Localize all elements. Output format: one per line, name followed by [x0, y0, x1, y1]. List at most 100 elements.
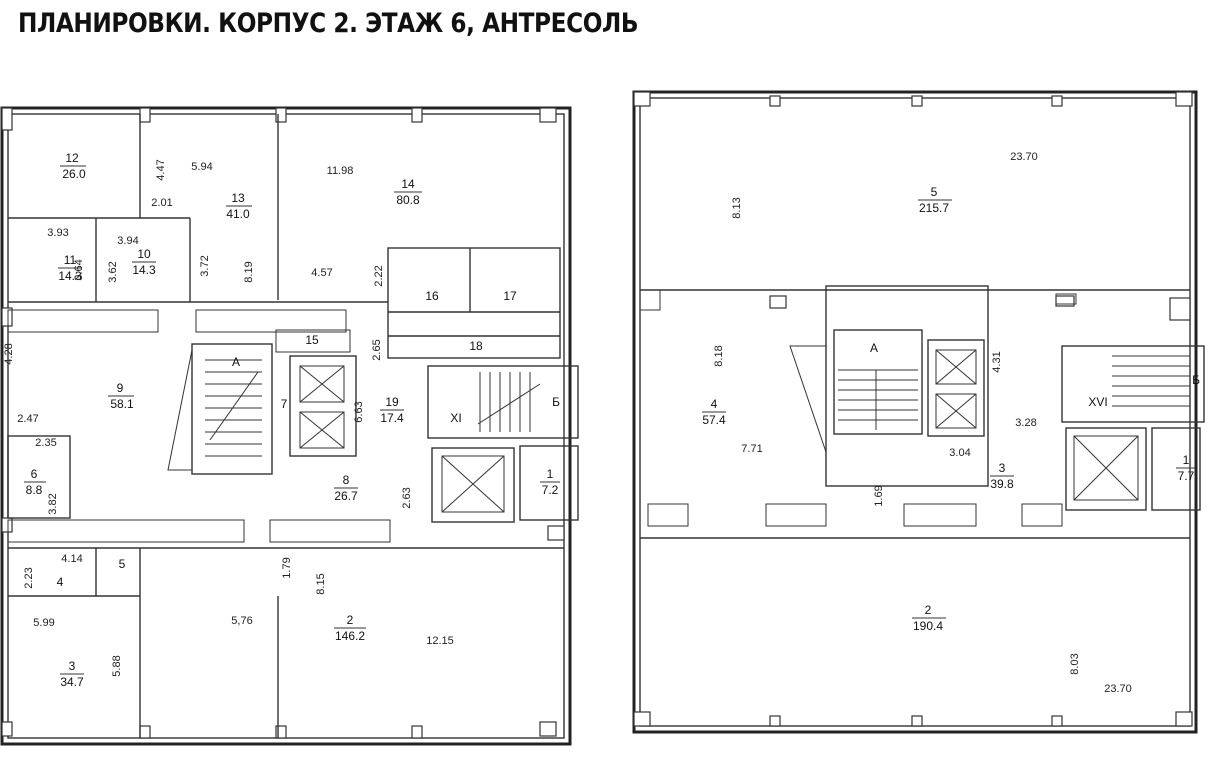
- page-title: ПЛАНИРОВКИ. КОРПУС 2. ЭТАЖ 6, АНТРЕСОЛЬ: [18, 8, 639, 39]
- room-5-label: 5: [119, 557, 126, 571]
- dimension-label: 2.63: [401, 487, 413, 508]
- dimension-label: 8.15: [315, 573, 327, 594]
- room-area: 146.2: [335, 629, 365, 643]
- dimension-label: 3.82: [47, 493, 59, 514]
- dimension-label: 7.71: [741, 443, 762, 455]
- room-number: 3: [69, 659, 76, 673]
- dimension-label: 4.31: [991, 351, 1003, 372]
- room-2-label: 2 146.2: [334, 613, 366, 643]
- mezzanine-columns: [633, 91, 1193, 727]
- dimension-label: 3.93: [47, 227, 68, 239]
- room-8-label: 826.7: [334, 473, 358, 503]
- dimension-label: 4.57: [311, 267, 332, 279]
- stair-a-label: А: [232, 355, 240, 369]
- mezzanine-plan: [632, 90, 1205, 734]
- room-number: 5: [931, 185, 938, 199]
- room-area: 7.2: [542, 483, 559, 497]
- dimension-label: 3.94: [117, 235, 138, 247]
- mezz-stair-a-label: А: [870, 341, 878, 355]
- mezz-room-3-label: 339.8: [990, 461, 1014, 491]
- room-12-label: 12 26.0: [60, 151, 86, 181]
- room-number: 11: [64, 253, 77, 267]
- mezz-stair-b-treads: [1112, 355, 1190, 407]
- dimension-label: 1.69: [873, 485, 885, 506]
- floor-6-dimensions: 4.47 5.94 11.98 2.01 3.93 3.94 3.64 3.62…: [3, 159, 454, 676]
- dimension-label: 2.65: [371, 339, 383, 360]
- dimension-label: 2.35: [35, 437, 56, 449]
- room-number: 1: [547, 467, 554, 481]
- room-11-label: 11 14.3: [58, 253, 82, 283]
- room-area: 14.3: [58, 269, 82, 283]
- stair-b-treads: [477, 372, 541, 432]
- dimension-label: 8.19: [243, 261, 255, 282]
- room-16-label: 16: [425, 289, 439, 303]
- dimension-label: 3.62: [107, 261, 119, 282]
- room-area: 57.4: [702, 413, 726, 427]
- dimension-label: 11.98: [327, 165, 354, 177]
- room-number: 8: [343, 473, 350, 487]
- room-number: 19: [385, 395, 399, 409]
- mezz-room-5-label: 5 215.7: [918, 185, 952, 215]
- dimension-label: 3.28: [1015, 417, 1036, 429]
- dimension-label: 8.13: [731, 197, 743, 218]
- dimension-label: 6.63: [353, 401, 365, 422]
- dimension-label: 23.70: [1104, 683, 1132, 695]
- stair-xi-label: XI: [450, 411, 461, 425]
- dimension-label: 1.79: [281, 557, 293, 578]
- room-3-label: 334.7: [60, 659, 84, 689]
- dimension-label: 2.22: [373, 265, 385, 286]
- dimension-label: 2.47: [17, 413, 38, 425]
- mezz-stair-b-label: Б: [1192, 373, 1200, 387]
- stair-b-label: Б: [552, 395, 560, 409]
- room-4-label: 4: [57, 575, 64, 589]
- stair-a-treads: [205, 359, 262, 457]
- floor-6-plan: [0, 106, 579, 746]
- room-number: 9: [117, 381, 124, 395]
- dimension-label: 12.15: [426, 635, 454, 647]
- room-9-label: 958.1: [108, 381, 134, 411]
- room-1-label: 17.2: [540, 467, 560, 497]
- room-7-label: 7: [281, 397, 288, 411]
- room-13-label: 13 41.0: [226, 191, 252, 221]
- room-area: 34.7: [60, 675, 84, 689]
- mezz-room-4-label: 457.4: [702, 397, 726, 427]
- dimension-label: 8.18: [713, 345, 725, 366]
- room-number: 6: [31, 467, 38, 481]
- dimension-label: 4.14: [61, 553, 82, 565]
- room-number: 2: [347, 613, 354, 627]
- dimension-label: 5,76: [231, 615, 252, 627]
- room-area: 7.7: [1178, 469, 1195, 483]
- dimension-label: 2.01: [151, 197, 172, 209]
- dimension-label: 3.72: [199, 255, 211, 276]
- dimension-label: 8.03: [1069, 653, 1081, 674]
- room-number: 2: [925, 603, 932, 617]
- room-number: 4: [711, 397, 718, 411]
- mezz-stair-a-treads: [838, 369, 918, 430]
- room-6-label: 68.8: [24, 467, 46, 497]
- room-area: 80.8: [396, 193, 420, 207]
- mezz-room-1-label: 17.7: [1176, 453, 1196, 483]
- room-area: 39.8: [990, 477, 1014, 491]
- room-area: 215.7: [919, 201, 949, 215]
- room-area: 26.0: [62, 167, 86, 181]
- room-number: 13: [231, 191, 245, 205]
- room-area: 58.1: [110, 397, 134, 411]
- room-area: 8.8: [26, 483, 43, 497]
- room-18-label: 18: [469, 339, 483, 353]
- dimension-label: 3.64: [73, 259, 85, 280]
- room-15-label: 15: [305, 333, 319, 347]
- room-number: 12: [65, 151, 79, 165]
- room-number: 3: [999, 461, 1006, 475]
- room-number: 10: [137, 247, 151, 261]
- dimension-label: 4.47: [155, 159, 167, 180]
- mezzanine-dimensions: 23.70 8.13 8.18 7.71 1.69 4.31 3.28 3.04…: [713, 151, 1132, 695]
- room-area: 41.0: [226, 207, 250, 221]
- dimension-label: 5.88: [111, 655, 123, 676]
- room-area: 14.3: [132, 263, 156, 277]
- mezz-stair-xvi-label: XVI: [1088, 395, 1107, 409]
- dimension-label: 23.70: [1010, 151, 1038, 163]
